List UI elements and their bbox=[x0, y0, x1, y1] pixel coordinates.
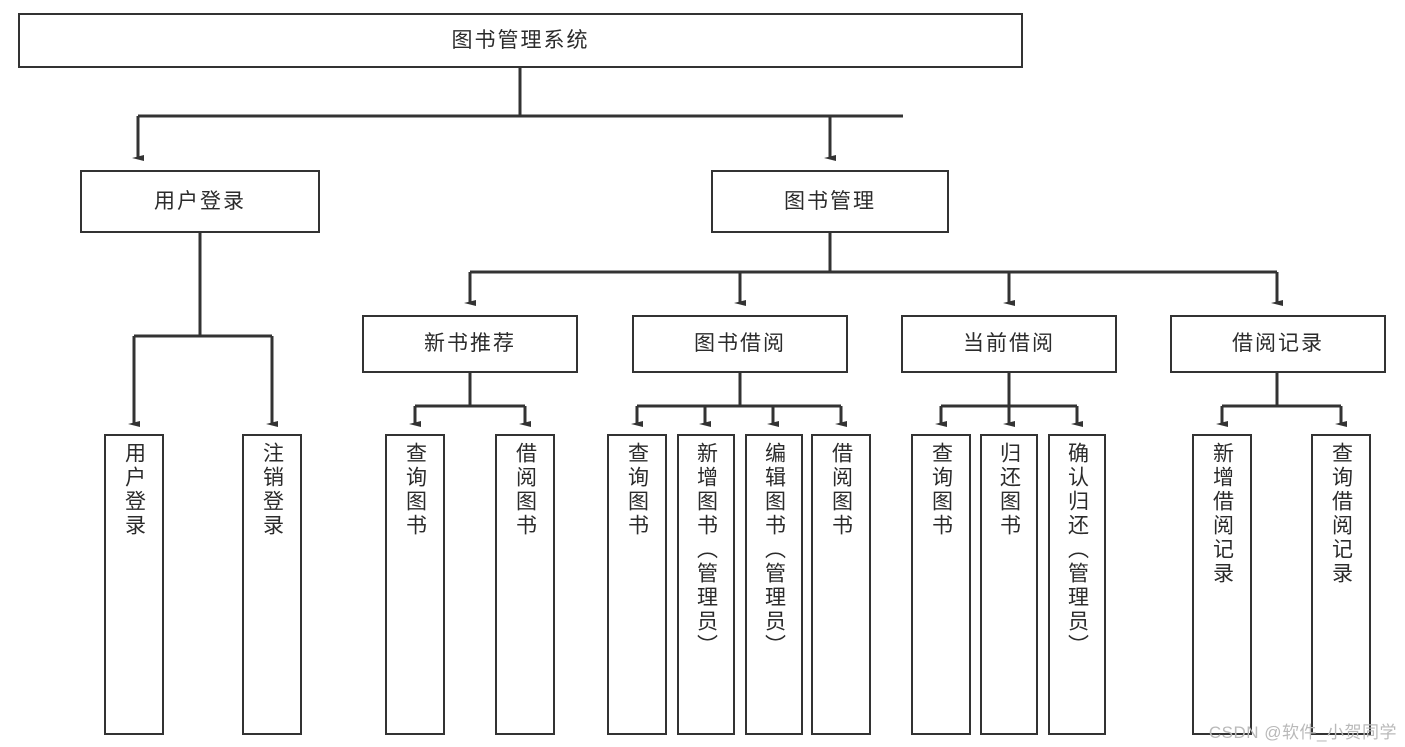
node-leaf-g3-confirm-return-label: 确认归还（管理员） bbox=[1065, 442, 1089, 658]
node-leaf-g2-add-book-label: 新增图书（管理员） bbox=[694, 442, 718, 658]
node-leaf-g1-borrow-book[interactable]: 借阅图书 bbox=[495, 434, 555, 735]
node-leaf-g3-query-book-label: 查询图书 bbox=[929, 442, 953, 538]
node-leaf-g4-query-record-label: 查询借阅记录 bbox=[1329, 442, 1353, 586]
node-group-current-borrow-label: 当前借阅 bbox=[963, 332, 1055, 356]
node-group-book-borrow-label: 图书借阅 bbox=[694, 332, 786, 356]
node-leaf-g1-query-book[interactable]: 查询图书 bbox=[385, 434, 445, 735]
node-leaf-g2-borrow-book[interactable]: 借阅图书 bbox=[811, 434, 871, 735]
node-leaf-g4-query-record[interactable]: 查询借阅记录 bbox=[1311, 434, 1371, 735]
node-book-management-label: 图书管理 bbox=[784, 189, 876, 213]
node-user-login[interactable]: 用户登录 bbox=[80, 170, 320, 233]
node-leaf-user-login[interactable]: 用户登录 bbox=[104, 434, 164, 735]
node-leaf-user-login-label: 用户登录 bbox=[122, 442, 146, 538]
node-leaf-logout-label: 注销登录 bbox=[260, 442, 284, 538]
node-leaf-g3-return-book-label: 归还图书 bbox=[997, 442, 1021, 538]
node-leaf-g4-add-record[interactable]: 新增借阅记录 bbox=[1192, 434, 1252, 735]
node-leaf-g2-borrow-book-label: 借阅图书 bbox=[829, 442, 853, 538]
node-leaf-g3-confirm-return[interactable]: 确认归还（管理员） bbox=[1048, 434, 1106, 735]
node-user-login-label: 用户登录 bbox=[154, 189, 246, 213]
node-root-system[interactable]: 图书管理系统 bbox=[18, 13, 1023, 68]
node-leaf-logout[interactable]: 注销登录 bbox=[242, 434, 302, 735]
node-leaf-g2-query-book[interactable]: 查询图书 bbox=[607, 434, 667, 735]
node-leaf-g2-edit-book-label: 编辑图书（管理员） bbox=[762, 442, 786, 658]
node-leaf-g1-borrow-book-label: 借阅图书 bbox=[513, 442, 537, 538]
node-group-borrow-record[interactable]: 借阅记录 bbox=[1170, 315, 1386, 373]
node-leaf-g3-query-book[interactable]: 查询图书 bbox=[911, 434, 971, 735]
node-leaf-g3-return-book[interactable]: 归还图书 bbox=[980, 434, 1038, 735]
node-leaf-g4-add-record-label: 新增借阅记录 bbox=[1210, 442, 1234, 586]
node-group-current-borrow[interactable]: 当前借阅 bbox=[901, 315, 1117, 373]
node-book-management[interactable]: 图书管理 bbox=[711, 170, 949, 233]
node-leaf-g2-add-book[interactable]: 新增图书（管理员） bbox=[677, 434, 735, 735]
node-leaf-g2-query-book-label: 查询图书 bbox=[625, 442, 649, 538]
node-root-system-label: 图书管理系统 bbox=[451, 28, 590, 52]
node-group-borrow-record-label: 借阅记录 bbox=[1232, 332, 1324, 356]
node-group-book-borrow[interactable]: 图书借阅 bbox=[632, 315, 848, 373]
node-leaf-g2-edit-book[interactable]: 编辑图书（管理员） bbox=[745, 434, 803, 735]
node-leaf-g1-query-book-label: 查询图书 bbox=[403, 442, 427, 538]
node-group-new-book-recommend-label: 新书推荐 bbox=[424, 332, 516, 356]
node-group-new-book-recommend[interactable]: 新书推荐 bbox=[362, 315, 578, 373]
